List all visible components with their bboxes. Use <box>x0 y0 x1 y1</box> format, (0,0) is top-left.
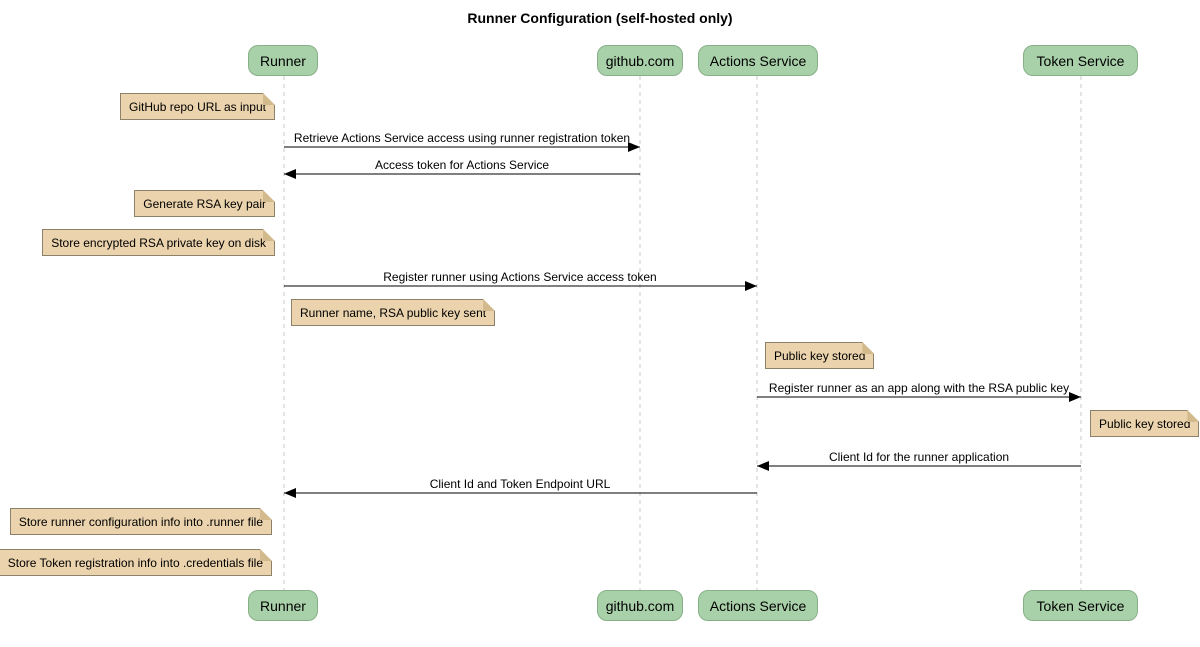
participant-actions-service-top: Actions Service <box>698 45 818 76</box>
participant-label: Token Service <box>1036 52 1125 69</box>
participant-github-com-top: github.com <box>597 45 683 76</box>
message-label: Register runner using Actions Service ac… <box>383 270 657 284</box>
participant-token-service-top: Token Service <box>1023 45 1138 76</box>
note-public-key-stored-token: Public key stored <box>1090 410 1200 437</box>
participant-runner-top: Runner <box>248 45 318 76</box>
note-runner-name-sent: Runner name, RSA public key sent <box>291 299 496 326</box>
note-store-runner-file: Store runner configuration info into .ru… <box>9 508 272 535</box>
note-generate-rsa-key: Generate RSA key pair <box>134 190 275 217</box>
participant-label: Runner <box>260 52 306 69</box>
note-store-private-key: Store encrypted RSA private key on disk <box>42 229 275 256</box>
participant-label: Token Service <box>1036 597 1125 614</box>
participant-token-service-bottom: Token Service <box>1023 590 1138 621</box>
message-label: Access token for Actions Service <box>374 158 550 172</box>
participant-label: Actions Service <box>709 597 807 614</box>
participant-label: github.com <box>605 597 675 614</box>
message-label: Retrieve Actions Service access using ru… <box>293 131 631 145</box>
participant-github-com-bottom: github.com <box>597 590 683 621</box>
participant-label: Actions Service <box>709 52 807 69</box>
note-store-credentials-file: Store Token registration info into .cred… <box>0 549 272 576</box>
message-label: Client Id and Token Endpoint URL <box>429 477 611 491</box>
participant-runner-bottom: Runner <box>248 590 318 621</box>
note-github-repo-url: GitHub repo URL as input <box>120 93 275 120</box>
participant-label: Runner <box>260 597 306 614</box>
participant-actions-service-bottom: Actions Service <box>698 590 818 621</box>
message-label: Register runner as an app along with the… <box>768 381 1070 395</box>
participant-label: github.com <box>605 52 675 69</box>
note-public-key-stored-actions: Public key stored <box>765 342 875 369</box>
message-label: Client Id for the runner application <box>828 450 1010 464</box>
diagram-title: Runner Configuration (self-hosted only) <box>467 10 733 26</box>
